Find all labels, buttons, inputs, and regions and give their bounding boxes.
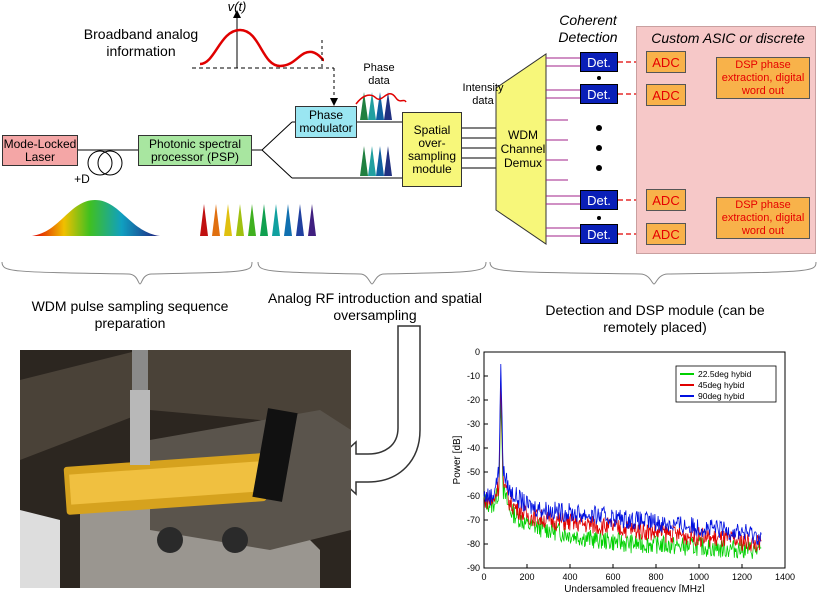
section-label-wdm: WDM pulse sampling sequence preparation <box>31 298 229 331</box>
x-tick-label: 1400 <box>775 572 795 582</box>
x-tick-label: 1000 <box>689 572 709 582</box>
detector-1: Det. <box>580 52 618 72</box>
x-tick-label: 200 <box>519 572 534 582</box>
phase-data-pulses <box>355 92 407 176</box>
y-tick-label: 0 <box>475 347 480 357</box>
x-tick-label: 0 <box>481 572 486 582</box>
series-line-1 <box>483 380 762 552</box>
spatial-oversampling-box: Spatial over-sampling module <box>402 112 462 187</box>
series-line-2 <box>483 363 762 545</box>
intensity-data-label: Intensity data <box>462 82 504 107</box>
section-label-detection: Detection and DSP module (can be remotel… <box>545 302 765 335</box>
adc-2: ADC <box>646 84 686 106</box>
device-photo <box>20 350 351 588</box>
y-tick-label: -10 <box>467 371 480 381</box>
vt-signal-graph <box>192 10 338 106</box>
legend-label: 22.5deg hybid <box>698 369 752 379</box>
y-tick-label: -70 <box>467 515 480 525</box>
phase-modulator-box: Phase modulator <box>295 106 357 138</box>
asic-label: Custom ASIC or discrete <box>651 30 805 46</box>
wdm-demux-label: WDM Channel Demux <box>500 128 546 170</box>
y-tick-label: -80 <box>467 539 480 549</box>
y-tick-label: -50 <box>467 467 480 477</box>
x-tick-label: 800 <box>648 572 663 582</box>
coherent-detection-label: Coherent Detection <box>558 12 618 45</box>
x-tick-label: 400 <box>562 572 577 582</box>
photonic-spectral-processor-box: Photonic spectral processor (PSP) <box>138 135 252 166</box>
y-tick-label: -90 <box>467 563 480 573</box>
y-tick-label: -40 <box>467 443 480 453</box>
broadband-label: Broadband analog information <box>83 26 199 59</box>
adc-1: ADC <box>646 51 686 73</box>
broadband-spectrum <box>32 200 160 236</box>
pulse-train <box>200 204 316 236</box>
y-tick-label: -60 <box>467 491 480 501</box>
y-tick-label: -30 <box>467 419 480 429</box>
phase-data-label: Phase data <box>363 62 395 87</box>
section-label-analog-rf: Analog RF introduction and spatial overs… <box>267 290 483 323</box>
detector-2: Det. <box>580 84 618 104</box>
x-axis-label: Undersampled frequency [MHz] <box>564 584 705 592</box>
pointer-arrow <box>326 325 421 496</box>
y-tick-label: -20 <box>467 395 480 405</box>
dsp-block-2: DSP phase extraction, digital word out <box>716 197 810 239</box>
demux-output-lines <box>546 57 580 237</box>
vt-label: v(t) <box>227 0 247 14</box>
wdm-demux-shape <box>495 53 547 245</box>
detector-4: Det. <box>580 224 618 244</box>
dispersion-label: +D <box>74 172 90 186</box>
legend-label: 45deg hybid <box>698 380 745 390</box>
adc-3: ADC <box>646 189 686 211</box>
adc-4: ADC <box>646 223 686 245</box>
detector-3: Det. <box>580 190 618 210</box>
legend-label: 90deg hybid <box>698 391 745 401</box>
x-tick-label: 600 <box>605 572 620 582</box>
dsp-block-1: DSP phase extraction, digital word out <box>716 57 810 99</box>
y-axis-label: Power [dB] <box>452 435 463 484</box>
mode-locked-laser-box: Mode-Locked Laser <box>2 135 78 166</box>
fiber-path <box>78 121 496 179</box>
x-tick-label: 1200 <box>732 572 752 582</box>
section-braces <box>1 261 817 285</box>
